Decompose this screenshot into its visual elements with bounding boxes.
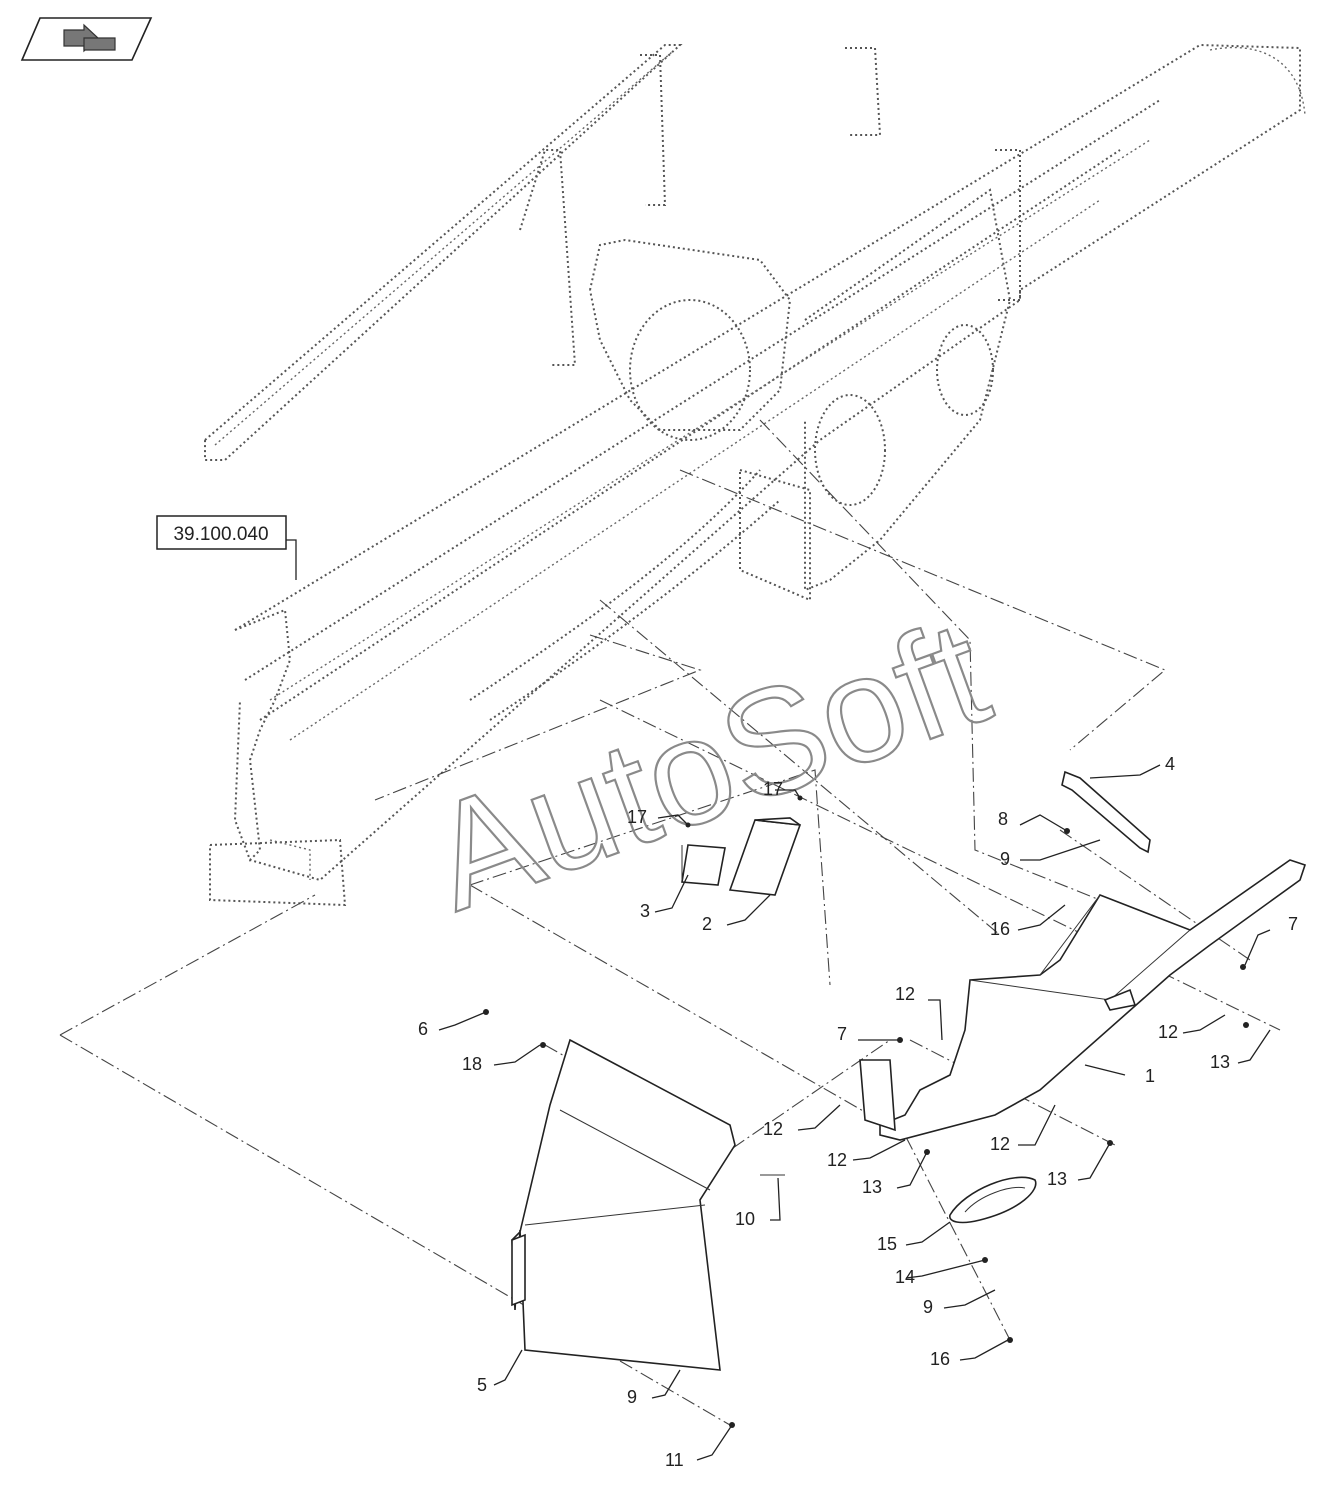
reference-box[interactable]: 39.100.040	[156, 515, 297, 580]
callout-5[interactable]: 5	[477, 1375, 487, 1395]
callout-11[interactable]: 11	[665, 1450, 684, 1470]
return-arrow-icon	[63, 23, 116, 53]
part-3-plate[interactable]	[681, 844, 726, 886]
callout-2[interactable]: 2	[702, 914, 712, 934]
callout-16-lower[interactable]: 16	[930, 1349, 950, 1369]
callouts: 1 2 3 4 5 6 7 7 8 9 9 9 10 11 12 12 12 1…	[418, 754, 1298, 1470]
watermark: AutoSoft	[408, 586, 1008, 943]
callout-3[interactable]: 3	[640, 901, 650, 921]
callout-18[interactable]: 18	[462, 1054, 482, 1074]
callout-13-left[interactable]: 13	[862, 1177, 882, 1197]
callout-1[interactable]: 1	[1145, 1066, 1155, 1086]
reference-label: 39.100.040	[173, 524, 268, 545]
callout-13-mid[interactable]: 13	[1047, 1169, 1067, 1189]
callout-12-top[interactable]: 12	[895, 984, 915, 1004]
callout-17-left[interactable]: 17	[627, 807, 647, 827]
callout-7-center[interactable]: 7	[837, 1024, 847, 1044]
callout-9-lower[interactable]: 9	[627, 1387, 637, 1407]
part-1-main-shield[interactable]	[859, 859, 1307, 1141]
leader-lines	[438, 764, 1271, 1461]
part-15-cover[interactable]	[949, 1176, 1037, 1224]
part-2-plate[interactable]	[728, 817, 802, 896]
part-4-bracket[interactable]	[1061, 770, 1151, 854]
return-button[interactable]	[20, 17, 153, 61]
callout-16-upper[interactable]: 16	[990, 919, 1010, 939]
callout-12-right[interactable]: 12	[1158, 1022, 1178, 1042]
callout-4[interactable]: 4	[1165, 754, 1175, 774]
callout-17-right[interactable]: 17	[763, 779, 783, 799]
frame-assembly	[204, 43, 1306, 907]
callout-12-left[interactable]: 12	[763, 1119, 783, 1139]
callout-13-right[interactable]: 13	[1210, 1052, 1230, 1072]
callout-9-upper[interactable]: 9	[1000, 849, 1010, 869]
callout-8[interactable]: 8	[998, 809, 1008, 829]
callout-7-right[interactable]: 7	[1288, 914, 1298, 934]
callout-15[interactable]: 15	[877, 1234, 897, 1254]
watermark-text: AutoSoft	[409, 587, 1007, 942]
callout-10[interactable]: 10	[735, 1209, 755, 1229]
callout-6[interactable]: 6	[418, 1019, 428, 1039]
callout-12-lower[interactable]: 12	[827, 1150, 847, 1170]
part-5-side-shield[interactable]	[511, 1038, 736, 1371]
callout-14[interactable]: 14	[895, 1267, 915, 1287]
callout-9-right[interactable]: 9	[923, 1297, 933, 1317]
callout-12-mid[interactable]: 12	[990, 1134, 1010, 1154]
